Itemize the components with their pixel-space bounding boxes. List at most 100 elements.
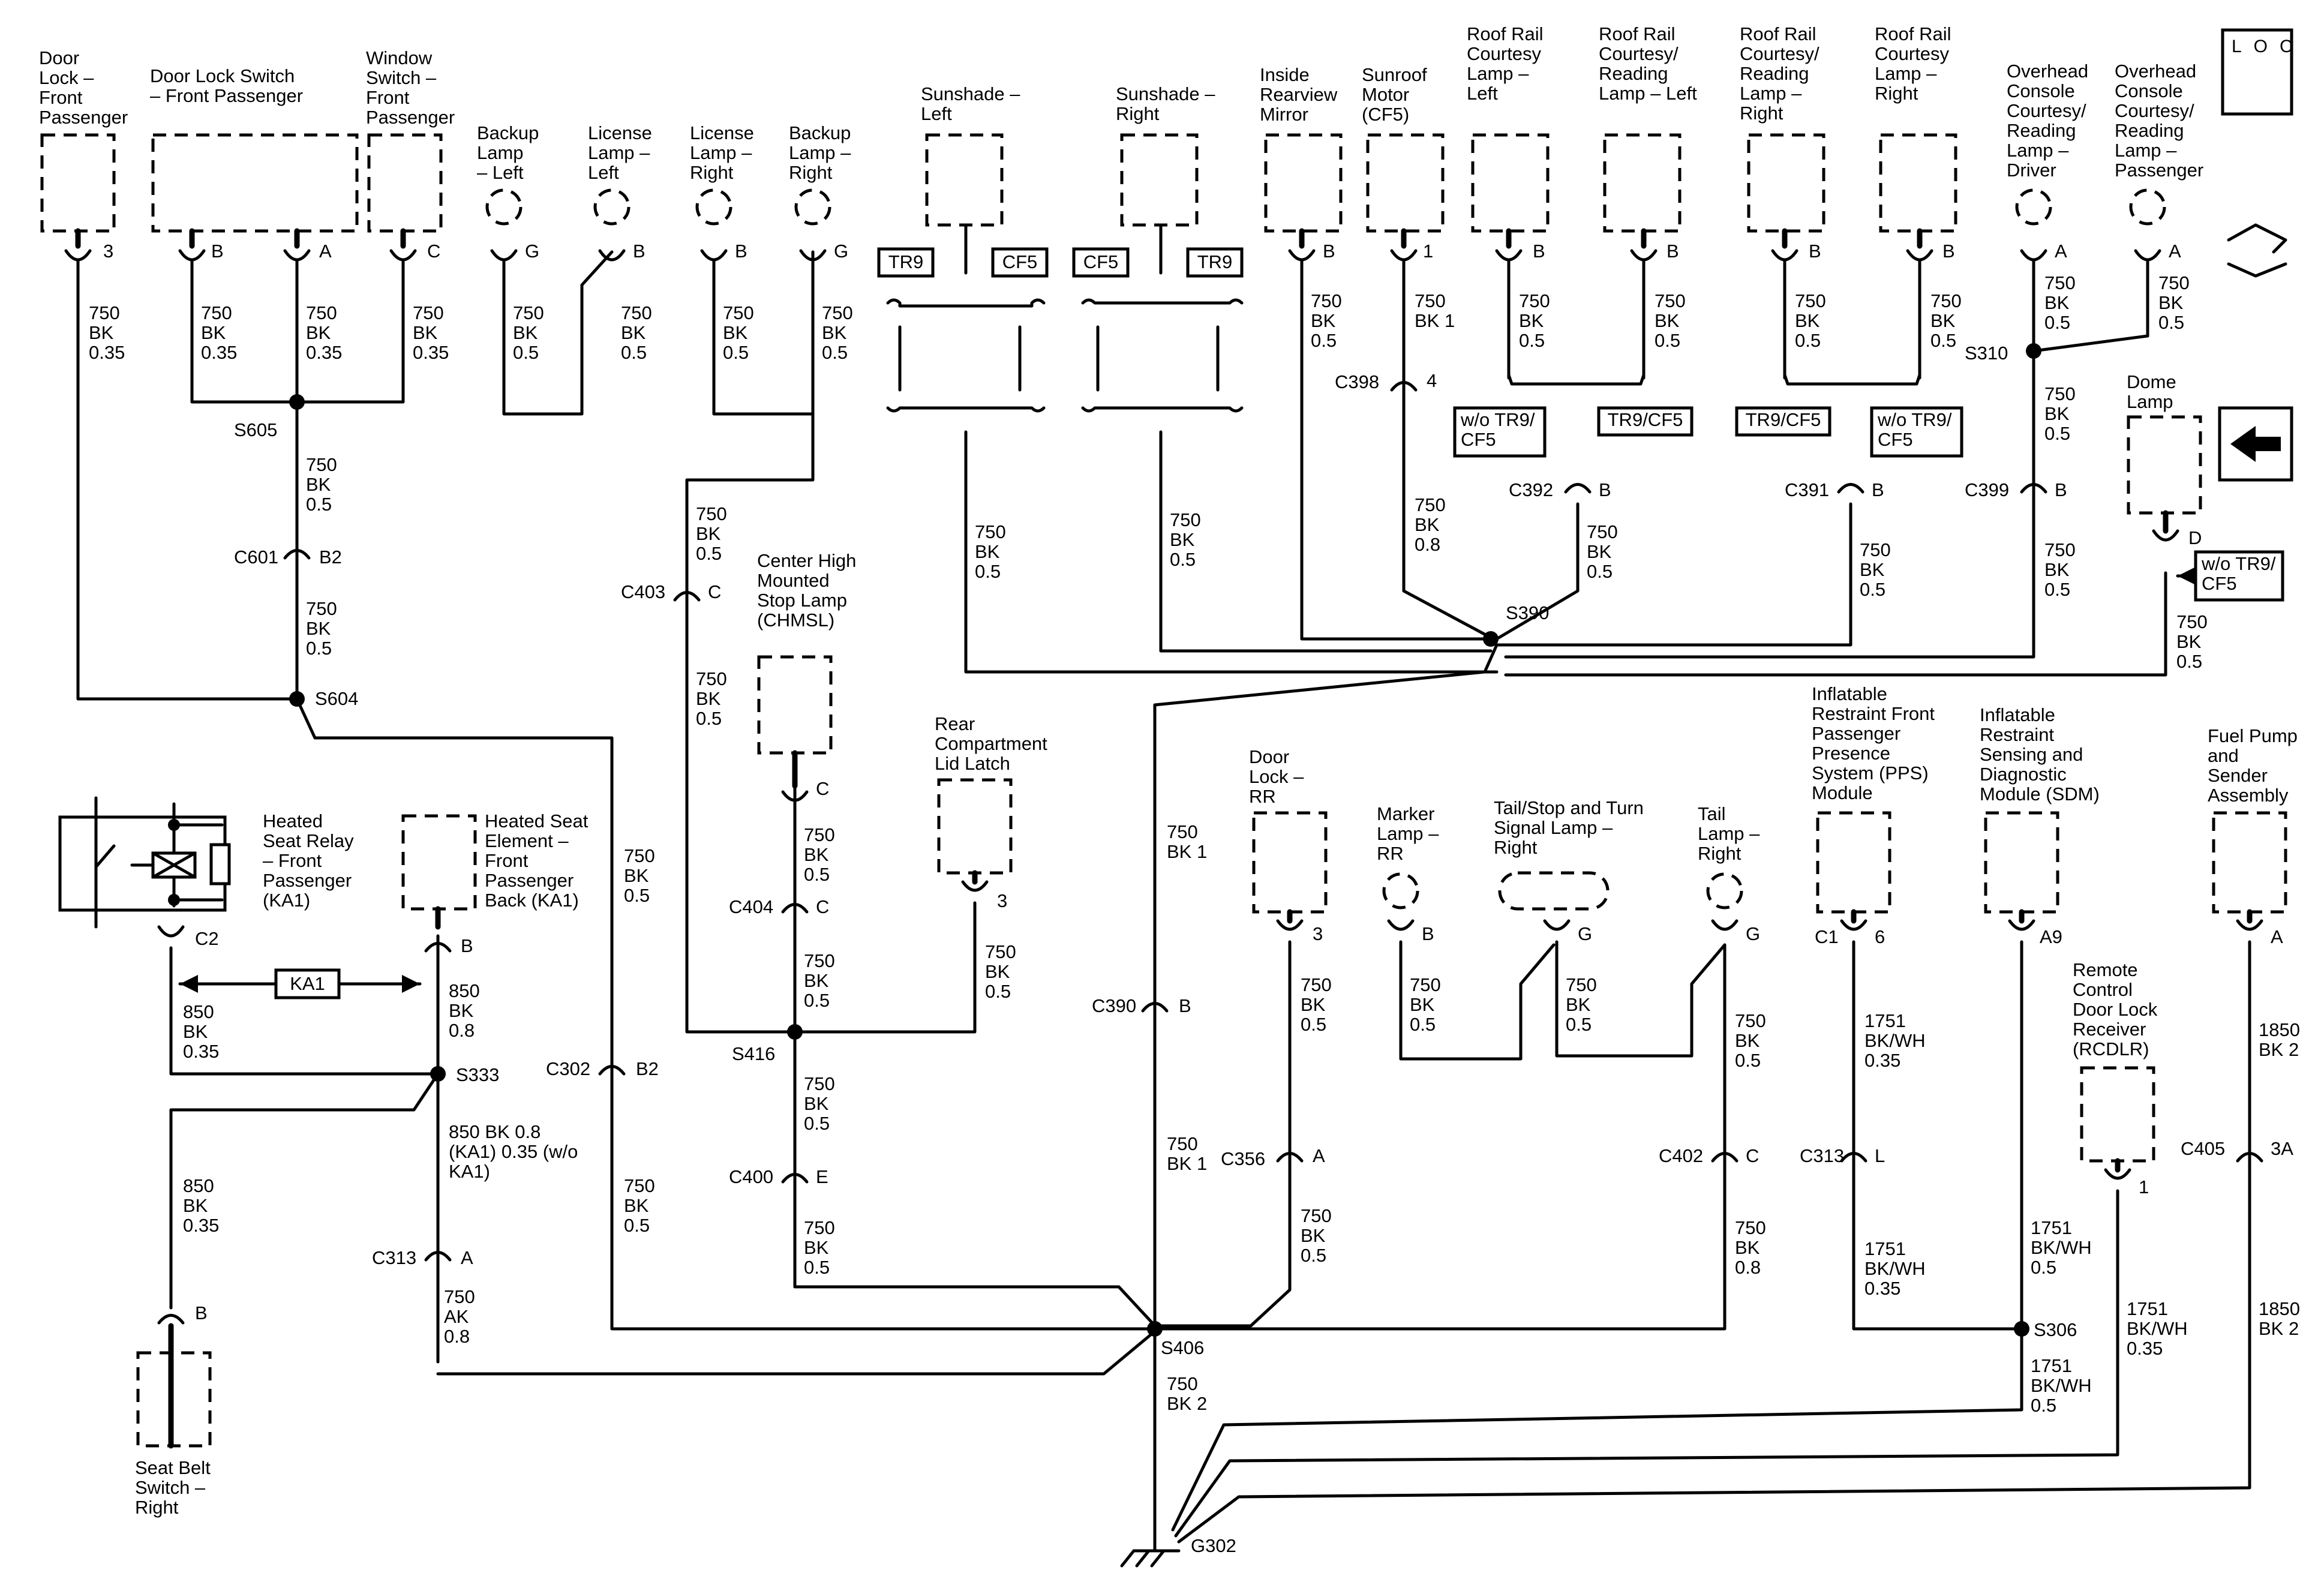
wire-spec: 750 BK 1 — [1167, 1133, 1208, 1174]
window-switch-box — [367, 133, 443, 233]
wire-spec: 750 BK 1 — [1167, 821, 1208, 862]
pin-label: B — [1667, 241, 1679, 262]
pin-label: C — [816, 778, 830, 799]
pin-label: C — [708, 581, 722, 602]
pin-label: A9 — [2040, 926, 2062, 947]
wire-spec: 750 BK 0.5 — [985, 941, 1016, 1002]
pin-label: C — [1746, 1145, 1759, 1166]
pin-label: 3 — [997, 890, 1008, 911]
splice-s310: S310 — [1965, 343, 2008, 364]
pin-label: B — [735, 241, 747, 262]
license-lamp-right-bulb — [695, 188, 732, 226]
conn-c302: C302 — [546, 1058, 591, 1079]
wires — [76, 250, 2251, 1553]
tag-tr9-cf5-2: TR9/CF5 — [1745, 409, 1821, 430]
pin-label: 6 — [1875, 926, 1885, 947]
label-backup-lamp-left: Backup Lamp – Left — [477, 122, 539, 183]
pin-label: B — [1179, 995, 1191, 1016]
label-roof-rail-lamp-right: Roof Rail Courtesy Lamp – Right — [1875, 23, 1951, 104]
pin-label: L — [1875, 1145, 1885, 1166]
label-seat-belt-switch: Seat Belt Switch – Right — [135, 1457, 211, 1518]
label-door-lock-rr: Door Lock – RR — [1249, 746, 1304, 807]
pin-label: B2 — [319, 547, 342, 568]
conn-c398: C398 — [1335, 371, 1380, 392]
pin-label: 4 — [1427, 370, 1437, 391]
label-dome-lamp: Dome Lamp — [2127, 371, 2176, 412]
wire-spec: 750 BK 0.5 — [1587, 521, 1618, 582]
pin-label: B2 — [636, 1058, 659, 1079]
conn-c356: C356 — [1221, 1148, 1266, 1169]
label-heated-seat-relay: Heated Seat Relay – Front Passenger (KA1… — [263, 810, 354, 911]
tail-stop-lamp-box — [1498, 871, 1610, 911]
label-marker-lamp-rr: Marker Lamp – RR — [1377, 803, 1439, 864]
rear-lid-latch-box — [937, 778, 1013, 875]
wire-spec: 750 BK 0.5 — [1311, 290, 1342, 351]
pin-label: B — [2055, 479, 2067, 500]
wire-spec: 750 BK 0.5 — [2044, 272, 2076, 333]
wire-spec: 750 BK 0.5 — [2176, 611, 2208, 672]
wire-spec: 750 BK 0.5 — [2044, 539, 2076, 600]
sunroof-motor-box — [1366, 133, 1445, 233]
pin-label: E — [816, 1166, 828, 1187]
wire-spec: 750 BK 0.8 — [1415, 494, 1446, 555]
splice-s416: S416 — [732, 1043, 776, 1064]
conn-c403: C403 — [621, 581, 666, 602]
conn-c405: C405 — [2181, 1138, 2226, 1159]
tag-tr9-2: TR9 — [1197, 251, 1233, 272]
label-fuel-pump: Fuel Pump and Sender Assembly — [2208, 725, 2298, 806]
pin-label: C — [427, 241, 441, 262]
label-tail-lamp-right: Tail Lamp – Right — [1698, 803, 1760, 864]
pin-label: B — [461, 935, 473, 956]
ka1-dimension — [178, 968, 422, 999]
ground-symbol — [1120, 1549, 1181, 1568]
tag-tr9-1: TR9 — [888, 251, 924, 272]
pin-label: B — [1809, 241, 1821, 262]
wire-spec: 750 BK 0.5 — [1301, 974, 1332, 1035]
option-tag-boxes — [877, 247, 2284, 602]
conn-c404: C404 — [729, 896, 774, 917]
wire-spec: 750 BK 0.5 — [975, 521, 1006, 582]
wire-spec: 1751 BK/WH 0.35 — [1864, 1010, 1926, 1071]
label-roof-rail-reading-right: Roof Rail Courtesy/ Reading Lamp – Right — [1740, 23, 1819, 124]
wire-spec: 1850 BK 2 — [2259, 1019, 2300, 1060]
label-license-lamp-right: License Lamp – Right — [690, 122, 754, 183]
roof-rail-lamp-left-box — [1471, 133, 1550, 233]
label-roof-rail-reading-left: Roof Rail Courtesy/ Reading Lamp – Left — [1599, 23, 1697, 104]
conn-c390: C390 — [1092, 995, 1137, 1016]
pin-label: 3A — [2271, 1138, 2293, 1159]
conn-c1: C1 — [1815, 926, 1839, 947]
sdm-box — [1984, 811, 2059, 914]
wire-spec: 750 BK 0.5 — [1795, 290, 1826, 351]
pin-label: B — [195, 1302, 208, 1323]
dome-lamp-box — [2127, 415, 2202, 515]
fuel-pump-box — [2212, 811, 2287, 914]
wire-spec: 750 BK 0.5 — [804, 950, 835, 1011]
conn-c313b: C313 — [1800, 1145, 1845, 1166]
wire-spec: 1751 BK/WH 0.35 — [2127, 1298, 2188, 1359]
sunshade-left-box — [925, 133, 1004, 227]
wire-spec: 750 BK 0.5 — [1301, 1205, 1332, 1266]
label-rcdlr: Remote Control Door Lock Receiver (RCDLR… — [2073, 959, 2158, 1059]
wire-spec: 750 BK 0.5 — [1860, 539, 1891, 600]
wire-spec: 750 BK 0.5 — [696, 503, 727, 564]
roof-rail-reading-right-box — [1747, 133, 1825, 233]
door-lock-front-passenger-box — [40, 133, 116, 233]
wire-spec: 750 BK 0.5 — [306, 598, 337, 659]
relay-resistor — [209, 843, 231, 885]
wire-spec: 750 BK 0.5 — [1655, 290, 1686, 351]
pin-label: G — [1578, 923, 1593, 944]
wire-spec: 750 BK 0.5 — [306, 454, 337, 515]
pin-label: 1 — [2139, 1176, 2149, 1197]
splice-s333: S333 — [456, 1064, 500, 1085]
tag-cf5-1: CF5 — [1002, 251, 1038, 272]
lamp-bulbs — [485, 188, 2166, 909]
wire-spec: 750 BK 0.5 — [723, 302, 754, 363]
wire-spec: 750 BK 0.35 — [89, 302, 125, 363]
splice-s306: S306 — [2034, 1319, 2077, 1340]
label-overhead-driver: Overhead Console Courtesy/ Reading Lamp … — [2007, 61, 2089, 181]
pin-label: A — [1313, 1145, 1325, 1166]
splice-s604: S604 — [315, 688, 359, 709]
wire-spec: 750 BK 0.5 — [804, 1217, 835, 1278]
backup-lamp-right-bulb — [794, 188, 831, 226]
wire-spec: 1850 BK 2 — [2259, 1298, 2300, 1339]
